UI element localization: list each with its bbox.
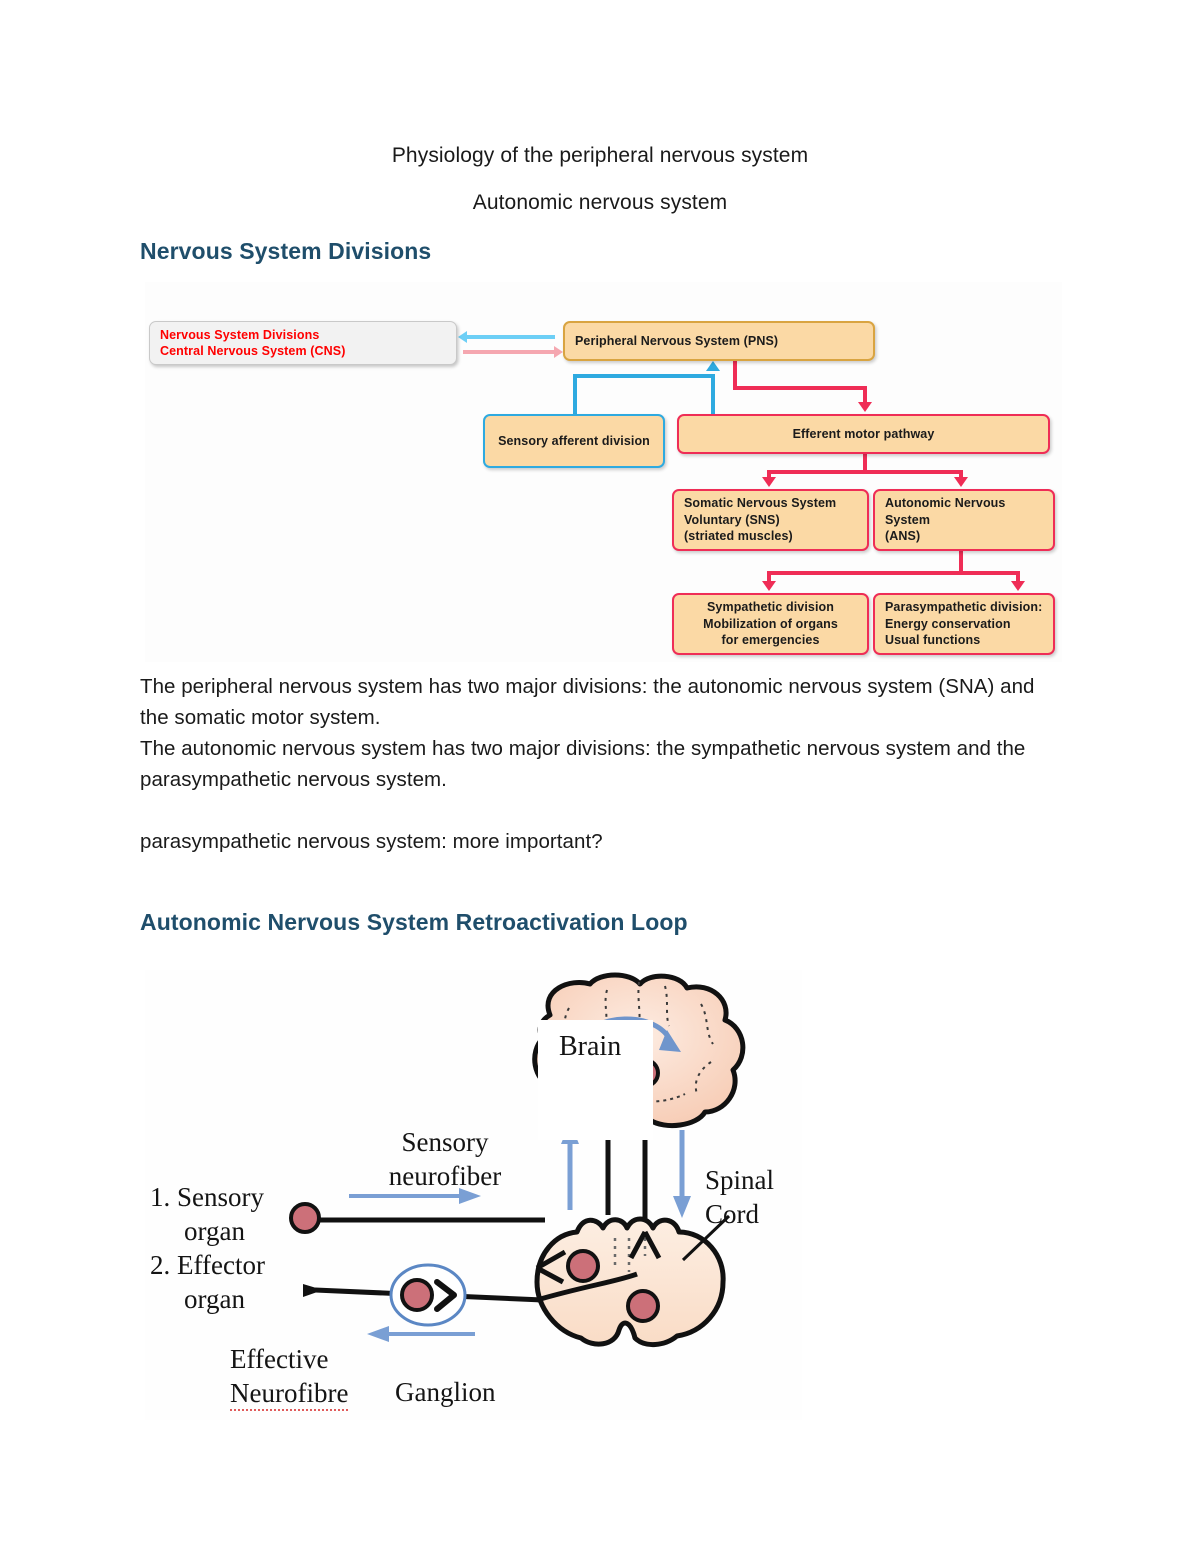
retroactivation-loop-diagram: Brain Sensory neurofiber Spinal Cord 1. … bbox=[145, 970, 802, 1420]
flowchart-box-sympathetic-division: Sympathetic division Mobilization of org… bbox=[672, 593, 869, 655]
parasympathetic-line-1: Parasympathetic division: bbox=[885, 600, 1043, 615]
arrowhead-cns-to-pns bbox=[554, 345, 563, 358]
sympathetic-line-1: Sympathetic division bbox=[706, 600, 835, 615]
spinal-cord-leader-line bbox=[681, 1214, 731, 1262]
organ-item-1-line-2: organ bbox=[184, 1216, 245, 1246]
spinal-cord-illustration bbox=[534, 1216, 726, 1347]
arrowhead-to-parasympathetic bbox=[1011, 581, 1025, 591]
flowchart-box-autonomic-nervous-system: Autonomic Nervous System (ANS) bbox=[873, 489, 1055, 551]
connector-sensory-to-pns-vertical bbox=[711, 374, 715, 409]
arrowhead-to-somatic bbox=[762, 477, 776, 487]
spinal-cord-line-1: Spinal bbox=[705, 1165, 775, 1195]
somatic-line-2: Voluntary (SNS) bbox=[684, 512, 780, 527]
parasympathetic-line-3: Usual functions bbox=[885, 633, 981, 648]
ganglion-direction-chevron-icon bbox=[434, 1279, 457, 1312]
sensory-organ-soma bbox=[289, 1202, 321, 1234]
arrowhead-pns-to-cns bbox=[458, 330, 467, 343]
heading-nervous-system-divisions: Nervous System Divisions bbox=[140, 238, 432, 265]
organ-item-2-line-1: 2. Effector bbox=[150, 1250, 265, 1280]
efferent-motor-label: Efferent motor pathway bbox=[792, 426, 935, 441]
organ-item-1-line-1: 1. Sensory bbox=[150, 1182, 264, 1212]
connector-sensory-left-drop bbox=[573, 374, 577, 416]
label-brain: Brain bbox=[553, 1028, 628, 1068]
organ-item-2-line-2: organ bbox=[184, 1284, 245, 1314]
arrowhead-to-sympathetic bbox=[762, 581, 776, 591]
spinal-cord-line-2: Cord bbox=[705, 1199, 759, 1229]
arrowhead-sensory-to-pns bbox=[706, 361, 720, 371]
document-title: Physiology of the peripheral nervous sys… bbox=[391, 144, 809, 167]
sensory-neurofiber-line-1: Sensory bbox=[401, 1127, 489, 1157]
connector-pns-to-cns-line bbox=[467, 335, 555, 339]
document-subtitle: Autonomic nervous system bbox=[472, 191, 728, 214]
flowchart-box-sensory-afferent-division: Sensory afferent division bbox=[483, 414, 665, 468]
connector-efferent-split-horizontal bbox=[767, 470, 963, 474]
effective-line-2: Neurofibre bbox=[230, 1378, 349, 1411]
connector-to-parasympathetic-vertical bbox=[1016, 571, 1020, 583]
flowchart-box-peripheral-nervous-system: Peripheral Nervous System (PNS) bbox=[563, 321, 875, 361]
effector-arrowhead-icon bbox=[303, 1284, 323, 1297]
label-ganglion: Ganglion bbox=[395, 1377, 496, 1407]
sympathetic-line-3: for emergencies bbox=[721, 633, 820, 648]
cns-line-2: Central Nervous System (CNS) bbox=[160, 344, 346, 358]
connector-pns-down-stub bbox=[733, 361, 737, 389]
somatic-line-1: Somatic Nervous System bbox=[684, 496, 837, 511]
ans-line-1: Autonomic Nervous System bbox=[885, 496, 1006, 527]
ganglion-soma bbox=[400, 1278, 434, 1312]
parasympathetic-line-2: Energy conservation bbox=[885, 616, 1011, 631]
flowchart-box-parasympathetic-division: Parasympathetic division: Energy conserv… bbox=[873, 593, 1055, 655]
label-organ-list: 1. Sensory organ 2. Effector organ bbox=[150, 1180, 325, 1316]
effector-direction-arrow-icon bbox=[367, 1326, 475, 1342]
ventral-root-branch bbox=[628, 1230, 662, 1260]
ventral-horn-soma bbox=[626, 1289, 660, 1323]
connector-cns-to-pns-line bbox=[463, 350, 555, 354]
somatic-line-3: (striated muscles) bbox=[684, 529, 793, 544]
sensory-neurofiber-line-2: neurofiber bbox=[388, 1161, 502, 1191]
connector-efferent-down bbox=[863, 454, 867, 472]
connector-ans-split-horizontal bbox=[767, 571, 1020, 575]
pns-label: Peripheral Nervous System (PNS) bbox=[575, 333, 779, 348]
connector-efferent-drop bbox=[863, 386, 867, 404]
nervous-system-divisions-flowchart: Nervous System Divisions Central Nervous… bbox=[145, 282, 1062, 662]
sympathetic-line-2: Mobilization of organs bbox=[703, 616, 838, 631]
paragraph-parasympathetic-note: parasympathetic nervous system: more imp… bbox=[140, 830, 603, 853]
paragraph-divisions-description: The peripheral nervous system has two ma… bbox=[140, 675, 1035, 791]
connector-to-ans-vertical bbox=[959, 470, 963, 479]
connector-sensory-horizontal bbox=[573, 374, 715, 378]
label-effective-neurofibre: Effective Neurofibre bbox=[230, 1342, 420, 1411]
connector-to-somatic-vertical bbox=[767, 470, 771, 479]
label-spinal-cord: Spinal Cord bbox=[705, 1163, 802, 1231]
flowchart-box-somatic-nervous-system: Somatic Nervous System Voluntary (SNS) (… bbox=[672, 489, 869, 551]
dorsal-root-branch bbox=[535, 1249, 567, 1285]
label-sensory-neurofiber: Sensory neurofiber bbox=[350, 1125, 540, 1193]
heading-retroactivation-loop: Autonomic Nervous System Retroactivation… bbox=[140, 909, 688, 936]
arrowhead-pns-to-efferent bbox=[858, 402, 872, 412]
arrowhead-to-ans bbox=[954, 477, 968, 487]
ans-line-2: (ANS) bbox=[885, 529, 921, 544]
effective-line-1: Effective bbox=[230, 1344, 329, 1374]
connector-sensory-drop bbox=[711, 402, 715, 414]
connector-to-sympathetic-vertical bbox=[767, 571, 771, 583]
dorsal-horn-soma bbox=[566, 1249, 600, 1283]
cns-line-1: Nervous System Divisions bbox=[160, 327, 320, 342]
descending-direction-arrow-icon bbox=[673, 1130, 691, 1218]
connector-ans-down bbox=[959, 551, 963, 574]
connector-pns-to-efferent-horizontal bbox=[733, 386, 866, 390]
sensory-afferent-label: Sensory afferent division bbox=[498, 433, 650, 448]
flowchart-box-efferent-motor-pathway: Efferent motor pathway bbox=[677, 414, 1050, 454]
sensory-direction-arrow-icon bbox=[349, 1188, 481, 1204]
flowchart-box-central-nervous-system: Nervous System Divisions Central Nervous… bbox=[149, 321, 457, 365]
